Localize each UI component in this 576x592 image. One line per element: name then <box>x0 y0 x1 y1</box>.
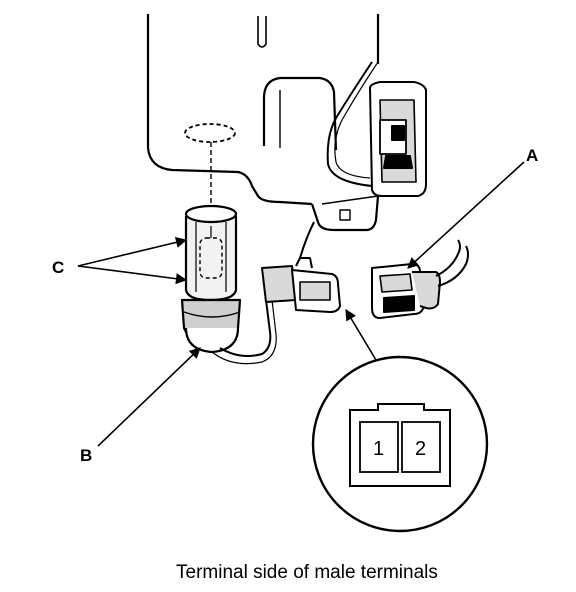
sensor-connector <box>261 257 341 313</box>
callout-c-label: C <box>52 258 64 277</box>
harness-wire <box>435 239 461 277</box>
terminal-detail: 1 2 <box>311 355 489 533</box>
callout-b-leader <box>97 347 201 447</box>
washer-pump <box>369 81 427 197</box>
pump-wire <box>326 61 373 187</box>
terminal-pin-2-cell <box>401 421 441 473</box>
callout-a-leader <box>407 161 525 269</box>
terminal-pin-1-label: 1 <box>373 438 384 460</box>
terminal-pin-2-label: 2 <box>415 438 426 460</box>
callout-c-leader-upper <box>77 236 188 267</box>
callout-c-leader-lower <box>77 265 188 285</box>
callout-a-label: A <box>526 146 538 165</box>
sensor-opening-outline <box>184 123 236 143</box>
terminal-pin-1-cell <box>359 421 399 473</box>
terminal-detail-caption: Terminal side of male terminals <box>176 562 438 583</box>
washer-reservoir-tank <box>146 14 380 232</box>
sensor-lead-wire <box>219 283 272 357</box>
harness-connector <box>371 263 441 319</box>
callout-b-label: B <box>80 446 92 465</box>
level-sensor <box>180 204 242 354</box>
detail-leader <box>345 309 377 361</box>
